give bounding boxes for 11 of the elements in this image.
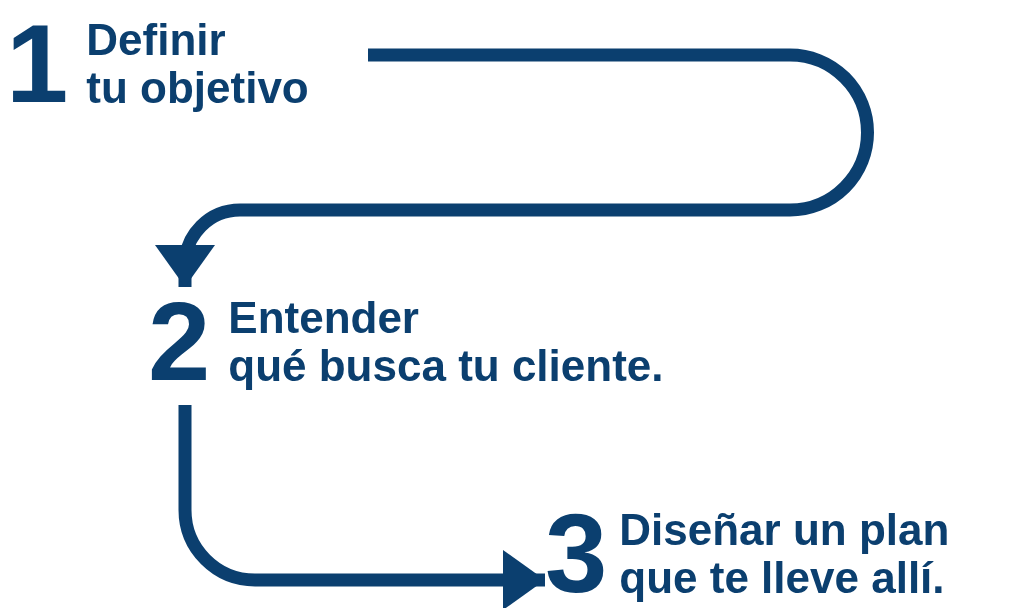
arrow [178, 405, 545, 608]
step-number: 2 [148, 291, 209, 393]
arrow [155, 48, 874, 287]
step-text: qué busca tu cliente. [228, 342, 664, 391]
step-text: Diseñar un plan [619, 505, 950, 554]
step-number: 3 [545, 503, 606, 605]
step-text: que te lleve allí. [619, 554, 945, 603]
step-text: tu objetivo [86, 64, 309, 113]
step-number: 1 [6, 13, 67, 115]
step-text: Entender [228, 293, 420, 342]
step-text: Definir [86, 15, 227, 64]
